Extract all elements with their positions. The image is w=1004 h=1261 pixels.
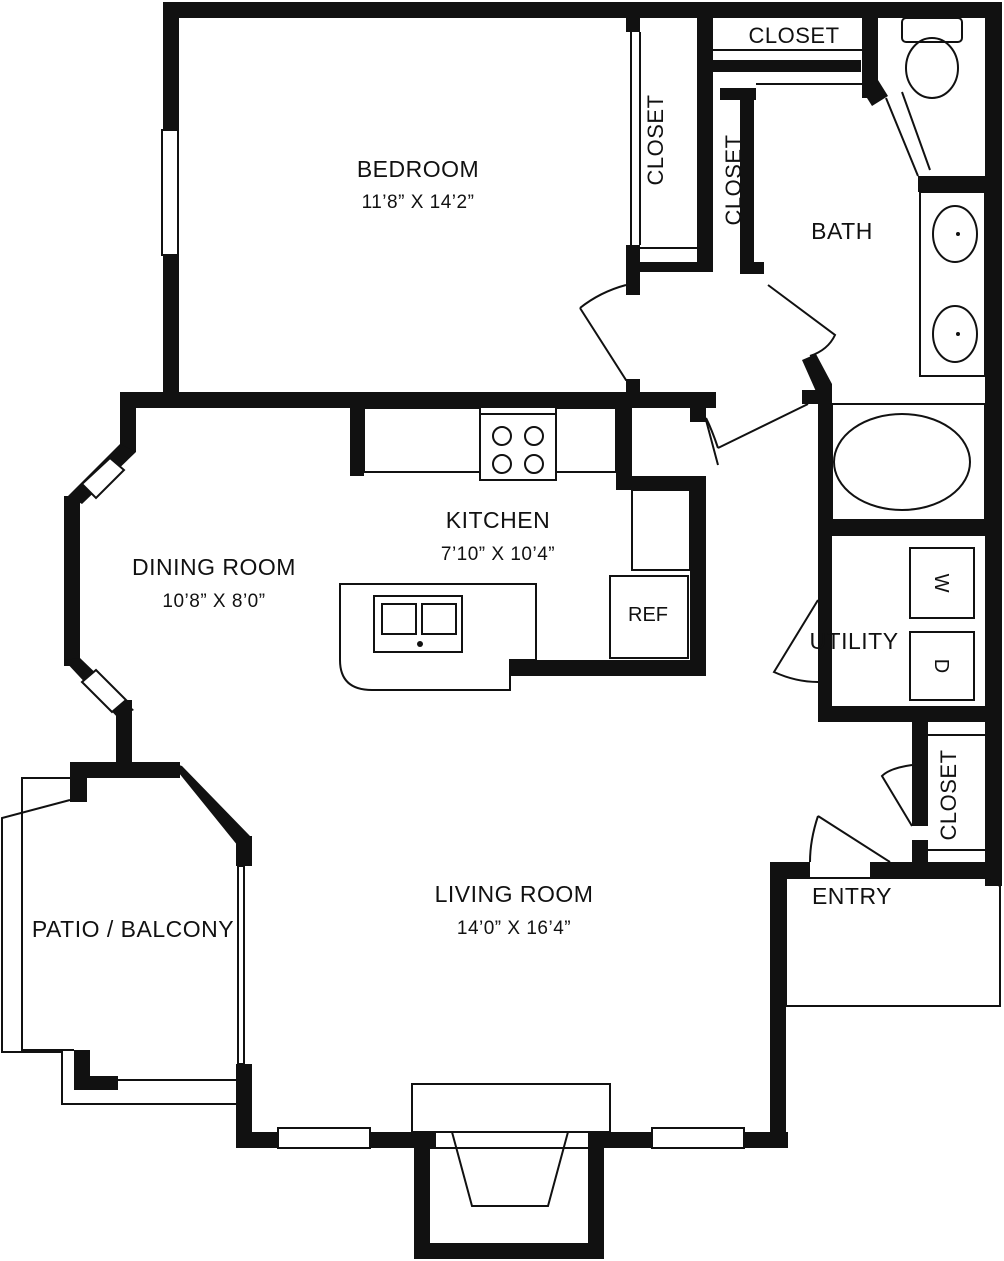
- kitchen-name: KITCHEN: [446, 507, 550, 533]
- refrigerator-label: REF: [628, 604, 668, 626]
- entry-name: ENTRY: [812, 883, 892, 909]
- patio-name: PATIO / BALCONY: [32, 916, 234, 942]
- walls: [64, 2, 1002, 1259]
- bedroom-name: BEDROOM: [357, 156, 479, 182]
- dining-dims: 10’8” X 8’0”: [162, 591, 265, 612]
- washer-label: W: [930, 574, 952, 593]
- closet-top-label: CLOSET: [748, 23, 839, 48]
- bath-name: BATH: [811, 218, 873, 244]
- closet-hall-label: CLOSET: [721, 134, 746, 225]
- utility-name: UTILITY: [809, 628, 898, 654]
- dining-name: DINING ROOM: [132, 554, 296, 580]
- kitchen-dims: 7’10” X 10’4”: [441, 544, 555, 565]
- closet-entry-label: CLOSET: [936, 749, 961, 840]
- dryer-label: D: [930, 659, 952, 673]
- fixtures-lines: [1, 17, 1001, 1207]
- living-dims: 14’0” X 16’4”: [457, 918, 571, 939]
- living-name: LIVING ROOM: [435, 881, 594, 907]
- closet-bedroom-label: CLOSET: [643, 94, 668, 185]
- bedroom-dims: 11’8” X 14’2”: [362, 192, 475, 213]
- room-labels: BEDROOM 11’8” X 14’2” KITCHEN 7’10” X 10…: [32, 23, 961, 942]
